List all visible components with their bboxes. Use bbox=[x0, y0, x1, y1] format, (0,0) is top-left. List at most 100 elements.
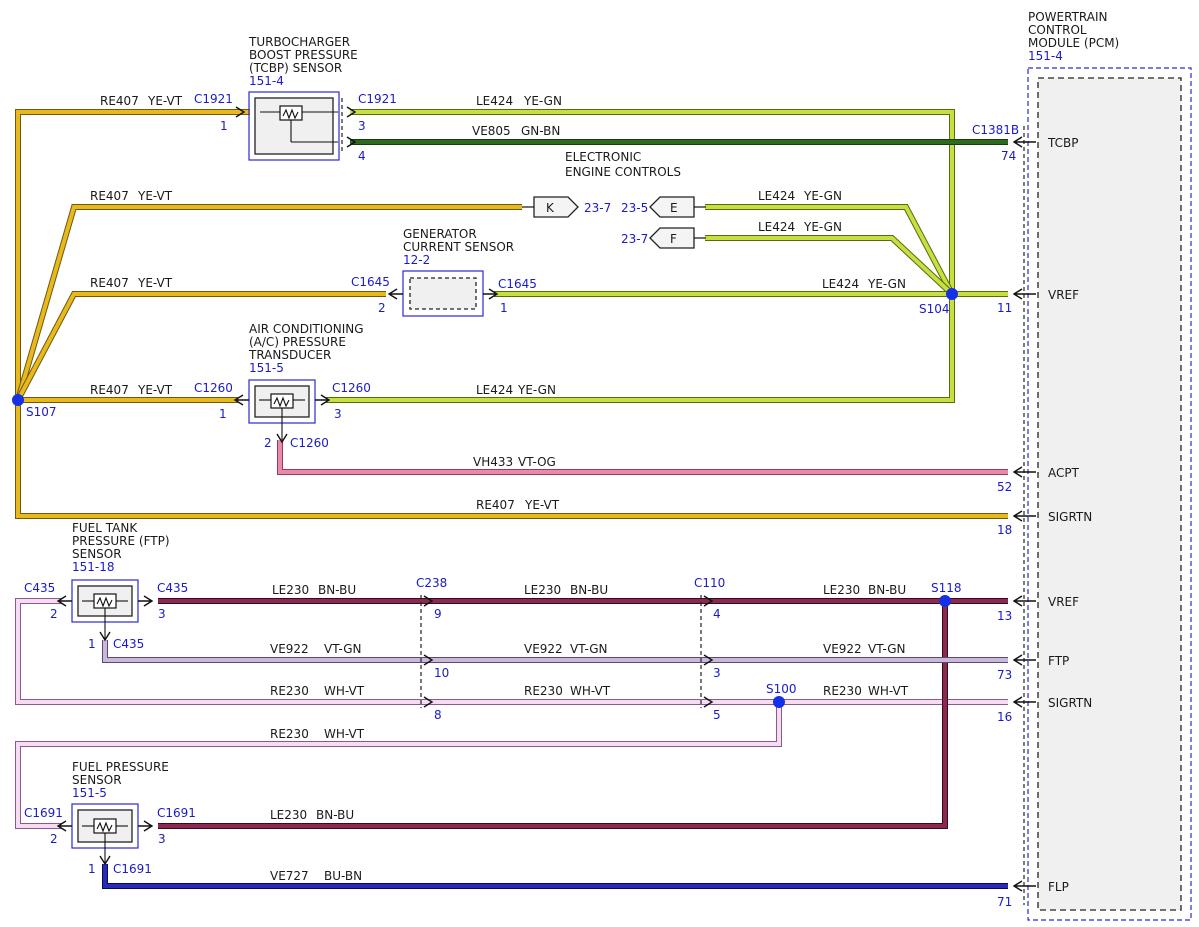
note-line1: ELECTRONIC bbox=[565, 150, 641, 164]
fuel-pressure-sensor bbox=[71, 803, 139, 864]
pcm-connector-c1381b: C1381B bbox=[972, 123, 1019, 137]
ftp-pin-3: 3 bbox=[158, 607, 166, 621]
label-re407-circuit-1: RE407 bbox=[100, 94, 139, 108]
label-re407-color-4: YE-VT bbox=[137, 383, 173, 397]
label-re230-circuit-4: RE230 bbox=[270, 727, 309, 741]
wire-re407-gen bbox=[15, 291, 386, 402]
gen-title-line2: CURRENT SENSOR bbox=[403, 240, 514, 254]
fp-pin-2: 2 bbox=[50, 832, 58, 846]
label-re407-color-5: YE-VT bbox=[524, 498, 560, 512]
fp-pin3-arrow bbox=[138, 820, 154, 832]
label-re230-color-2: WH-VT bbox=[570, 684, 611, 698]
ftp-pin2-arrow bbox=[56, 595, 72, 607]
c238-pin-9: 9 bbox=[434, 607, 442, 621]
wire-re407-k bbox=[15, 204, 522, 401]
label-ve922-color-2: VT-GN bbox=[570, 642, 607, 656]
ac-ref: 151-5 bbox=[249, 361, 284, 375]
c238-pin-10: 10 bbox=[434, 666, 449, 680]
ftp-title-line1: FUEL TANK bbox=[72, 521, 138, 535]
gen-pin2-arrow bbox=[387, 288, 403, 300]
ac-pin1-arrow bbox=[233, 394, 249, 406]
label-le230-circuit-2: LE230 bbox=[524, 583, 561, 597]
tcbp-pin4-arrow bbox=[346, 136, 357, 148]
splice-s104-label: S104 bbox=[919, 302, 950, 316]
label-re230-circuit-3: RE230 bbox=[823, 684, 862, 698]
splice-s118 bbox=[939, 595, 951, 607]
gen-connector-left: C1645 bbox=[351, 275, 390, 289]
tcbp-title-line2: BOOST PRESSURE bbox=[249, 48, 358, 62]
pcm-pin-name-tcbp: TCBP bbox=[1047, 136, 1078, 150]
pcm-pin-num-71: 71 bbox=[997, 895, 1012, 909]
flyout-e-letter: E bbox=[670, 201, 678, 215]
flyout-f-letter: F bbox=[670, 232, 677, 246]
gen-connector-right: C1645 bbox=[498, 277, 537, 291]
wire-re230-ftp bbox=[15, 598, 1008, 705]
ac-connector-left: C1260 bbox=[194, 381, 233, 395]
label-le230-color-3: BN-BU bbox=[868, 583, 906, 597]
fp-pin2-arrow bbox=[56, 820, 72, 832]
tcbp-pin-3: 3 bbox=[358, 119, 366, 133]
wire-le230-fp bbox=[158, 601, 948, 829]
label-ve922-circuit-1: VE922 bbox=[270, 642, 309, 656]
label-re407-color-3: YE-VT bbox=[137, 276, 173, 290]
tcbp-ref: 151-4 bbox=[249, 74, 284, 88]
generator-current-sensor bbox=[402, 270, 484, 317]
label-le230-color-4: BN-BU bbox=[316, 808, 354, 822]
tcbp-pin-4: 4 bbox=[358, 149, 366, 163]
splice-s107 bbox=[12, 394, 24, 406]
label-ve727-circuit: VE727 bbox=[270, 869, 309, 883]
ac-title-line2: (A/C) PRESSURE bbox=[249, 335, 346, 349]
wire-ve922 bbox=[102, 640, 1008, 663]
label-ve805-color: GN-BN bbox=[521, 124, 560, 138]
label-le230-circuit-4: LE230 bbox=[270, 808, 307, 822]
ac-title-line1: AIR CONDITIONING bbox=[249, 322, 364, 336]
label-le230-circuit-3: LE230 bbox=[823, 583, 860, 597]
label-le424-color-4: YE-GN bbox=[867, 277, 906, 291]
wire-re230-fp bbox=[15, 702, 782, 829]
flyout-k bbox=[533, 196, 579, 218]
pcm-title-line3: MODULE (PCM) bbox=[1028, 36, 1119, 50]
ftp-connector-bottom: C435 bbox=[113, 637, 144, 651]
fp-pin-1: 1 bbox=[88, 862, 96, 876]
pcm-pin-name-vref-2: VREF bbox=[1048, 595, 1079, 609]
tcbp-sensor bbox=[248, 91, 343, 161]
ac-connector-bottom: C1260 bbox=[290, 436, 329, 450]
fp-title-line2: SENSOR bbox=[72, 773, 122, 787]
ftp-sensor bbox=[71, 579, 139, 640]
fp-connector-right: C1691 bbox=[157, 806, 196, 820]
ac-pin-2: 2 bbox=[264, 436, 272, 450]
label-re230-circuit-1: RE230 bbox=[270, 684, 309, 698]
pcm-pin-name-vref-1: VREF bbox=[1048, 288, 1079, 302]
label-ve922-color-3: VT-GN bbox=[868, 642, 905, 656]
c238-label: C238 bbox=[416, 576, 447, 590]
tcbp-title-line1: TURBOCHARGER bbox=[248, 35, 350, 49]
pcm-pin-name-sigrtn-1: SIGRTN bbox=[1048, 510, 1092, 524]
ftp-connector-left: C435 bbox=[24, 581, 55, 595]
ftp-title-line2: PRESSURE (FTP) bbox=[72, 534, 170, 548]
fp-pin1-arrow bbox=[99, 855, 111, 866]
wire-le424-ac bbox=[326, 294, 955, 403]
tcbp-connector-left: C1921 bbox=[194, 92, 233, 106]
label-vh433-circuit: VH433 bbox=[473, 455, 513, 469]
pcm-ref: 151-4 bbox=[1028, 49, 1063, 63]
flyout-k-ref: 23-7 bbox=[584, 201, 611, 215]
ac-title-line3: TRANSDUCER bbox=[248, 348, 331, 362]
gen-ref: 12-2 bbox=[403, 253, 430, 267]
label-le424-circuit-1: LE424 bbox=[476, 94, 513, 108]
wire-ve727 bbox=[102, 864, 1008, 889]
splice-s118-label: S118 bbox=[931, 581, 962, 595]
label-le424-circuit-2: LE424 bbox=[758, 189, 795, 203]
c110-label: C110 bbox=[694, 576, 725, 590]
pcm-pin-num-74: 74 bbox=[1001, 149, 1016, 163]
label-le424-color-3: YE-GN bbox=[803, 220, 842, 234]
pcm-title-line2: CONTROL bbox=[1028, 23, 1087, 37]
wire-le424-tcbp bbox=[350, 109, 955, 294]
pcm-title-line1: POWERTRAIN bbox=[1028, 10, 1108, 24]
label-ve727-color: BU-BN bbox=[324, 869, 362, 883]
wire-le424-e bbox=[705, 204, 955, 296]
splice-s100-label: S100 bbox=[766, 682, 797, 696]
tcbp-pin-1: 1 bbox=[220, 119, 228, 133]
ftp-ref: 151-18 bbox=[72, 560, 115, 574]
ac-pin3-arrow bbox=[315, 394, 331, 406]
ac-pin2-arrow bbox=[276, 433, 288, 444]
